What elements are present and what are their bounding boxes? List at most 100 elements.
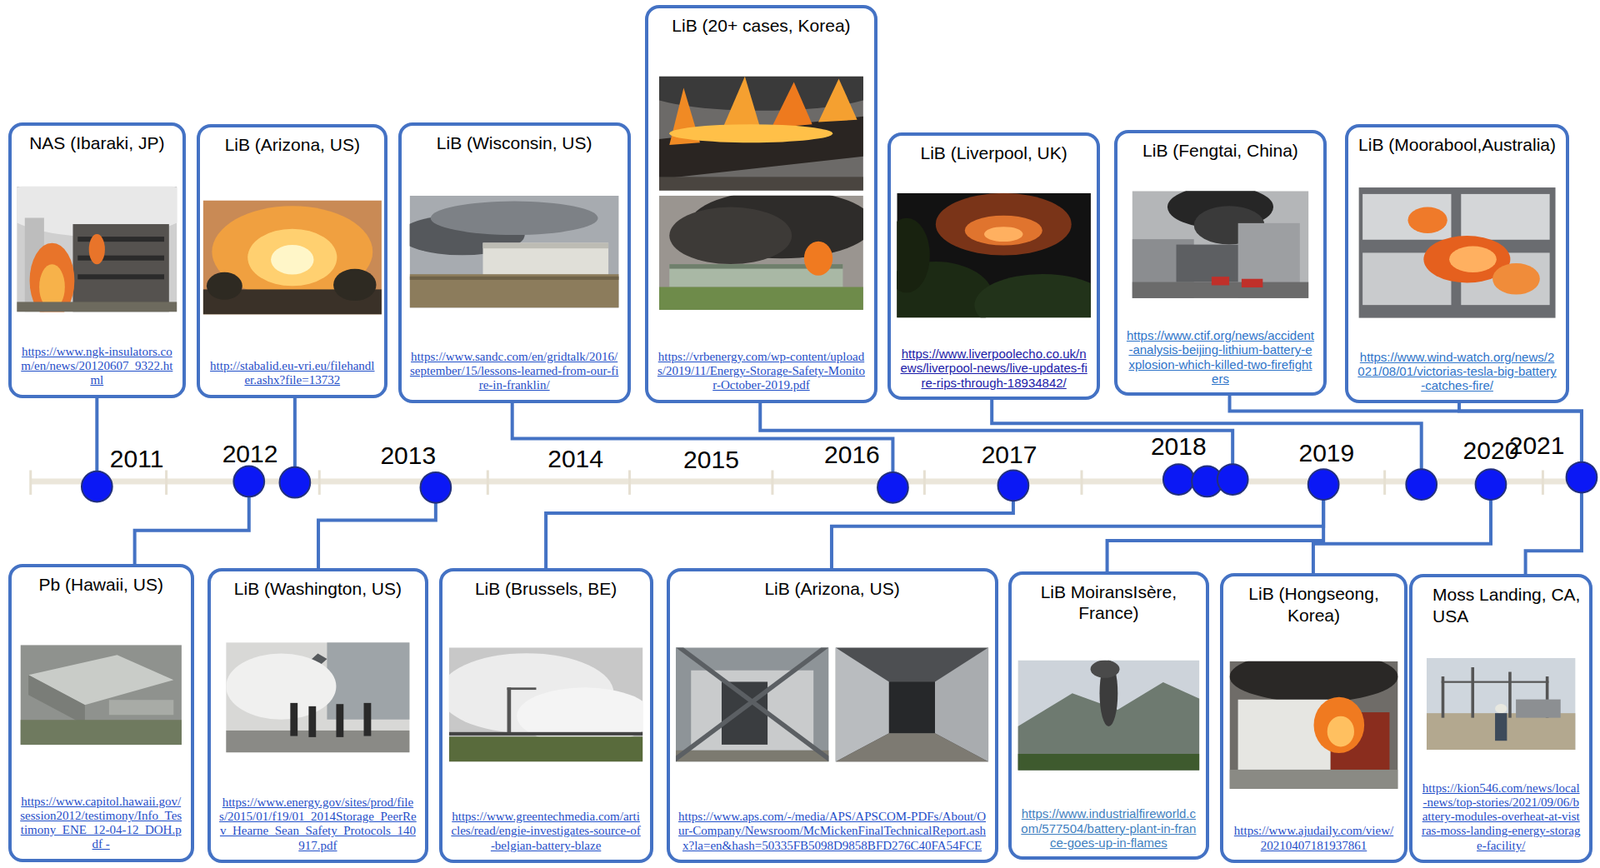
source-url: https://www.energy.gov/sites/prod/files/… — [219, 795, 418, 854]
photo-shape — [410, 276, 620, 280]
photo-shape — [1327, 716, 1355, 748]
photo-shape — [974, 274, 1091, 318]
photo-shape — [675, 647, 830, 762]
incident-box: LiB (Moorabool,Australia)https://www.win… — [1345, 124, 1570, 403]
photo — [896, 193, 1091, 318]
photo-shape — [482, 242, 609, 276]
photo-shape — [270, 245, 314, 275]
photo-shape — [1508, 672, 1512, 719]
event-dot — [1163, 464, 1195, 495]
photo-shape — [225, 642, 410, 753]
photo-shape — [1362, 194, 1451, 240]
incident-box: LiB (Brussels, BE) https://www.greentechm… — [439, 568, 654, 864]
photo-shape — [675, 750, 830, 763]
year-label: 2011 — [110, 445, 165, 474]
photo-shape — [1241, 279, 1263, 288]
photo-shape — [1426, 658, 1576, 750]
photo — [16, 186, 177, 313]
photo-shape — [1314, 697, 1365, 754]
incident-title: LiB MoiransIsère, France) — [1018, 581, 1200, 625]
timeline-tick — [165, 470, 168, 495]
photo-shape — [364, 703, 372, 737]
photo-shape — [935, 193, 1072, 256]
source-url: https://www.greentechmedia.com/articles/… — [450, 810, 642, 854]
photo-shape — [109, 700, 174, 715]
incident-title: LiB (Arizona, US) — [206, 134, 378, 156]
photo-shape — [1211, 276, 1230, 285]
photo-shape — [290, 703, 298, 737]
incident-box: LiB (Washington, US)https://www.energy.g… — [207, 568, 430, 864]
photo-shape — [333, 269, 376, 301]
photo — [1358, 187, 1555, 319]
incident-box: LiB MoiransIsère, France)https://www.ind… — [1008, 571, 1210, 861]
photo-shape — [225, 730, 410, 753]
leader-line — [512, 401, 894, 489]
year-label: 2015 — [683, 445, 740, 475]
event-dot — [1566, 462, 1598, 494]
incident-box: Pb (Hawaii, US)https://www.capitol.hawai… — [8, 564, 195, 863]
photo — [20, 645, 181, 745]
incident-title: LiB (Brussels, BE) — [449, 578, 644, 600]
event-dot — [1405, 469, 1437, 500]
event-dot — [1308, 469, 1340, 500]
photo-shape — [1407, 207, 1447, 234]
source-url: http://stabalid.eu-vri.eu/filehandler.as… — [208, 359, 376, 389]
source-url: https://www.ajudaily.com/view/2021040718… — [1231, 824, 1395, 854]
year-label: 2021 — [1509, 431, 1565, 460]
leader-line — [1230, 394, 1582, 478]
photo-shape — [896, 218, 930, 294]
photo-shape — [72, 224, 169, 312]
photo — [659, 195, 864, 310]
photo — [659, 76, 864, 191]
photo-shape — [771, 82, 813, 129]
timeline-tick — [628, 470, 631, 495]
photo-shape — [203, 200, 382, 315]
photo-shape — [1495, 704, 1507, 714]
photo-shape — [659, 176, 864, 190]
photo-shape — [1515, 700, 1561, 719]
incident-box: LiB (Arizona, US) http://stabalid.eu-vri.… — [196, 124, 388, 398]
photo-shape — [1495, 713, 1507, 741]
photos — [0, 65, 1576, 790]
year-label: 2013 — [380, 441, 436, 470]
source-url: https://www.ngk-insulators.com/en/news/2… — [20, 345, 175, 389]
photo — [835, 647, 990, 762]
event-dot — [998, 470, 1030, 501]
source-url: https://www.ctif.org/news/accident-analy… — [1125, 328, 1315, 386]
photo-shape — [669, 124, 833, 143]
incident-box: LiB (Hongseong, Korea)https://www.ajudai… — [1220, 573, 1407, 864]
photo-shape — [77, 274, 165, 280]
photo-shape — [835, 733, 990, 762]
photo-shape — [335, 704, 344, 738]
source-url: https://www.aps.com/-/media/APS/APSCOM-P… — [678, 810, 987, 854]
photo-shape — [965, 215, 1043, 246]
year-label: 2018 — [1150, 432, 1207, 461]
photo-shape — [507, 687, 537, 690]
photo-shape — [1426, 713, 1576, 750]
photo-shape — [206, 272, 243, 300]
photo-shape — [675, 647, 830, 762]
photo-shape — [1017, 660, 1200, 771]
year-label: 2016 — [824, 440, 880, 470]
photo-shape — [1449, 246, 1497, 273]
photo-shape — [1230, 770, 1399, 790]
photo-shape — [984, 226, 1024, 242]
timeline-tick — [1080, 470, 1083, 495]
timeline-tick — [486, 470, 490, 495]
timeline-tick — [923, 470, 926, 495]
leader-lines — [96, 394, 1582, 576]
leader-line — [318, 487, 436, 570]
photo-shape — [669, 207, 792, 265]
photo-shape — [1230, 661, 1399, 703]
photo-shape — [449, 732, 644, 736]
photo-shape — [1017, 754, 1200, 771]
leader-line — [1107, 485, 1325, 574]
photo-shape — [1090, 660, 1120, 679]
timeline-tick — [770, 470, 774, 495]
timeline-tick — [1383, 470, 1386, 495]
event-dot — [233, 466, 265, 498]
photo-shape — [410, 274, 620, 308]
photo-shape — [1358, 187, 1555, 319]
photo-shape — [516, 687, 643, 745]
